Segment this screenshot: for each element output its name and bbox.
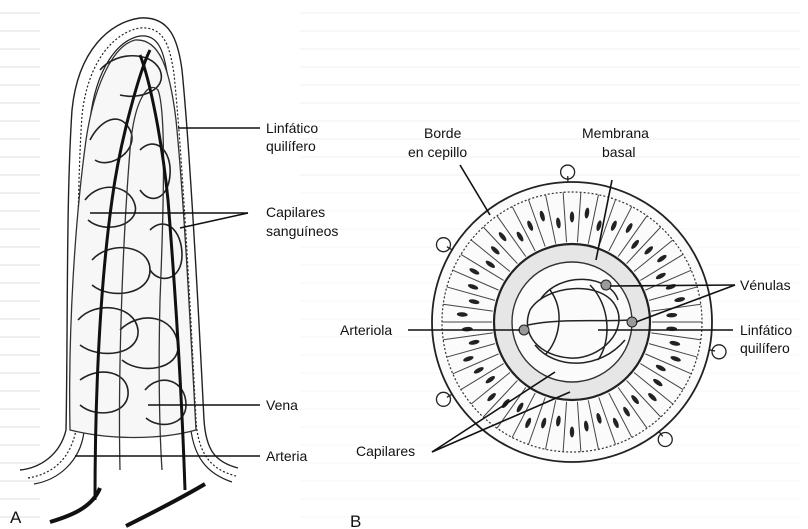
venule-dot-2 [627, 317, 637, 327]
panel-b-cross-section [432, 165, 726, 462]
label-venules: Vénulas [740, 277, 791, 293]
label-capillaries-a-2: sanguíneos [266, 223, 338, 239]
arteriole-dot [519, 325, 529, 335]
panel-b-letter: B [350, 512, 361, 529]
label-arteriole: Arteriola [340, 322, 392, 338]
label-basal-membrane-2: basal [602, 144, 635, 160]
label-brush-border-1: Borde [424, 125, 462, 141]
label-vein: Vena [266, 397, 298, 413]
basal-vessel-right [126, 484, 205, 526]
label-basal-membrane-1: Membrana [582, 125, 649, 141]
panel-a-letter: A [10, 508, 22, 527]
label-capillaries-a-1: Capilares [266, 204, 325, 220]
label-lymphatic-a-2: quilífero [266, 138, 316, 154]
label-brush-border-2: en cepillo [408, 144, 467, 160]
label-lymphatic-b-1: Linfático [740, 322, 792, 338]
label-lymphatic-b-2: quilífero [740, 340, 790, 356]
label-capillaries-b: Capilares [356, 443, 415, 459]
label-lymphatic-a-1: Linfático [266, 120, 318, 136]
basal-vessel-left [50, 488, 100, 522]
venule-dot-1 [601, 280, 611, 290]
label-artery: Arteria [266, 448, 307, 464]
panel-a-villus [20, 18, 238, 526]
